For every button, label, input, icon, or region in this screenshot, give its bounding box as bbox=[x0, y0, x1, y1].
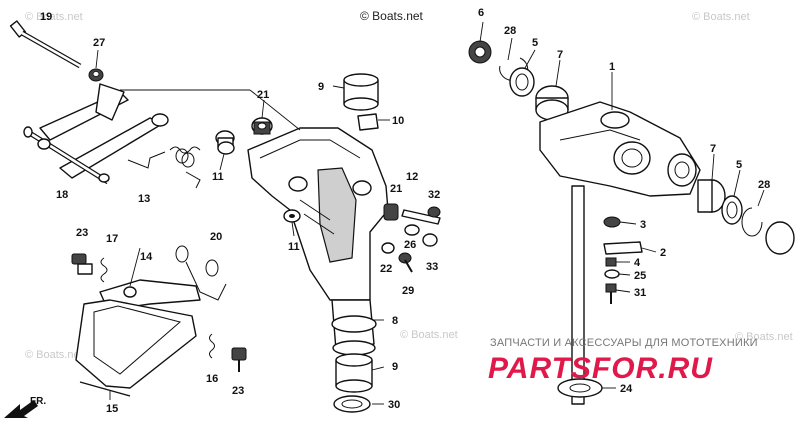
callout-5: 5 bbox=[532, 37, 538, 49]
part-31-bolt bbox=[605, 283, 617, 304]
part-11-bushing-lower bbox=[283, 209, 301, 223]
callout-27: 27 bbox=[93, 37, 105, 49]
part-4-washer bbox=[605, 257, 617, 267]
callout-18: 18 bbox=[56, 189, 68, 201]
part-15-frame bbox=[75, 299, 197, 397]
brand-caption: ЗАПЧАСТИ И АКСЕССУАРЫ ДЛЯ МОТОТЕХНИКИ bbox=[490, 337, 758, 349]
watermark-center: © Boats.net bbox=[400, 329, 458, 341]
callout-10: 10 bbox=[392, 115, 404, 127]
callout-23-upper: 23 bbox=[76, 227, 88, 239]
part-7-bushing-right bbox=[697, 179, 726, 213]
callout-28: 28 bbox=[504, 25, 516, 37]
callout-numbers: 19 27 21 9 10 18 13 11 12 32 21 26 33 22… bbox=[40, 7, 770, 415]
callout-30: 30 bbox=[388, 399, 400, 411]
part-27-nut bbox=[88, 68, 104, 82]
leader-lines bbox=[95, 21, 765, 405]
callout-6: 6 bbox=[478, 7, 484, 19]
watermark-left: © Boats.net bbox=[25, 349, 83, 361]
callout-7-right: 7 bbox=[710, 143, 716, 155]
callout-21: 21 bbox=[257, 89, 269, 101]
part-9-sleeve-bottom bbox=[335, 353, 373, 393]
part-1-swivel-case bbox=[539, 101, 701, 405]
callout-21-right: 21 bbox=[390, 183, 402, 195]
watermark-right: © Boats.net bbox=[735, 331, 793, 343]
swivel-bracket bbox=[247, 127, 389, 356]
callout-17: 17 bbox=[106, 233, 118, 245]
callout-23-lower: 23 bbox=[232, 385, 244, 397]
part-10-clip bbox=[357, 113, 379, 131]
callout-19: 19 bbox=[40, 11, 52, 23]
callout-33: 33 bbox=[426, 261, 438, 273]
callout-28-right: 28 bbox=[758, 179, 770, 191]
part-23-bolt-lower bbox=[231, 347, 247, 372]
part-6-cap bbox=[468, 40, 492, 64]
part-22-washer bbox=[381, 242, 395, 254]
callout-15: 15 bbox=[106, 403, 118, 415]
direction-label: FR. bbox=[30, 396, 46, 407]
part-30-washer bbox=[333, 395, 371, 413]
part-19-bolt bbox=[9, 20, 82, 69]
callout-7: 7 bbox=[557, 49, 563, 61]
callout-3: 3 bbox=[640, 219, 646, 231]
callout-9-lower: 9 bbox=[392, 361, 398, 373]
callout-11: 11 bbox=[212, 171, 224, 183]
callout-20: 20 bbox=[210, 231, 222, 243]
part-21-bushing bbox=[251, 117, 273, 135]
part-23-bolt-upper bbox=[71, 253, 93, 275]
callout-2: 2 bbox=[660, 247, 666, 259]
callout-1: 1 bbox=[609, 61, 615, 73]
callout-32: 32 bbox=[428, 189, 440, 201]
callout-9: 9 bbox=[318, 81, 324, 93]
callout-26: 26 bbox=[404, 239, 416, 251]
part-7-bushing-top bbox=[535, 85, 569, 121]
watermark-top-right: © Boats.net bbox=[692, 11, 750, 23]
part-29-screw bbox=[398, 252, 413, 273]
callout-16: 16 bbox=[206, 373, 218, 385]
brand-name: PARTSFOR.RU bbox=[488, 352, 713, 385]
part-2-arm bbox=[603, 241, 643, 255]
part-16-spring bbox=[209, 333, 215, 359]
callout-24: 24 bbox=[620, 383, 633, 395]
callout-12: 12 bbox=[406, 171, 418, 183]
part-17-spring bbox=[100, 257, 108, 283]
part-5-seal-top bbox=[509, 67, 535, 97]
part-25-washer bbox=[604, 269, 620, 279]
watermark-top: © Boats.net bbox=[360, 9, 424, 23]
part-11-bushing bbox=[215, 130, 235, 155]
part-20-spring bbox=[175, 245, 227, 301]
part-12-bushing bbox=[383, 203, 399, 221]
callout-14: 14 bbox=[140, 251, 153, 263]
callout-31: 31 bbox=[634, 287, 646, 299]
callout-22: 22 bbox=[380, 263, 392, 275]
callout-13: 13 bbox=[138, 193, 150, 205]
part-24-washer bbox=[557, 378, 603, 398]
part-5-seal-right bbox=[721, 195, 743, 225]
direction-arrow: FR. bbox=[4, 396, 46, 418]
callout-8: 8 bbox=[392, 315, 398, 327]
callout-25: 25 bbox=[634, 270, 646, 282]
part-28-circlip-right bbox=[741, 207, 763, 237]
part-9-sleeve-top bbox=[343, 73, 379, 111]
part-32-bolt bbox=[401, 206, 441, 225]
watermark-top-left: © Boats.net bbox=[25, 11, 83, 23]
part-33-nut bbox=[422, 233, 438, 247]
callout-11-lower: 11 bbox=[288, 241, 300, 253]
part-26-collar bbox=[404, 224, 420, 236]
brand-overlay: ЗАПЧАСТИ И АКСЕССУАРЫ ДЛЯ МОТОТЕХНИКИ PA… bbox=[488, 337, 758, 385]
part-18-tilt-lever bbox=[23, 83, 169, 185]
part-13-spring bbox=[127, 146, 201, 189]
callout-4: 4 bbox=[634, 257, 641, 269]
callout-29: 29 bbox=[402, 285, 414, 297]
part-3-grease-fitting bbox=[603, 216, 621, 228]
callout-5-right: 5 bbox=[736, 159, 742, 171]
part-6-cap-right bbox=[765, 221, 795, 255]
